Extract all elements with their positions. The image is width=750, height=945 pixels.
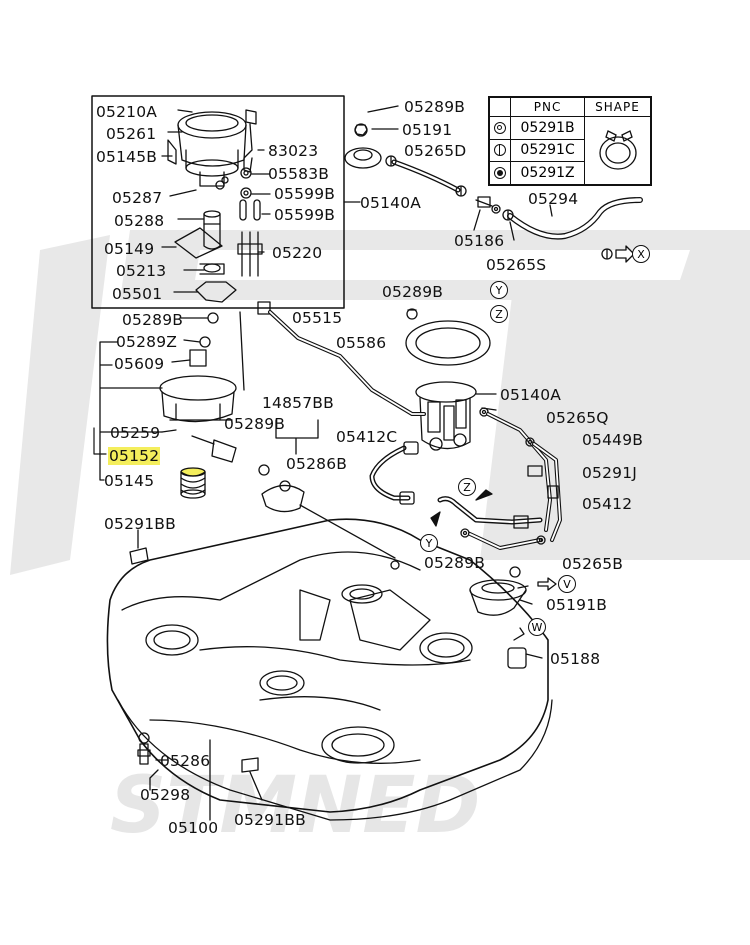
part-label: 05288 <box>114 212 165 230</box>
callout-z: Z <box>458 478 476 496</box>
part-label: 05289B <box>404 98 466 116</box>
callout-v: V <box>558 575 576 593</box>
part-label: 83023 <box>268 142 319 160</box>
callout-y: Y <box>420 534 438 552</box>
part-label: 05259 <box>110 424 161 442</box>
callout-x: X <box>632 245 650 263</box>
part-label-highlighted: 05152 <box>108 447 161 465</box>
part-label: 14857BB <box>262 394 334 412</box>
watermark-text: STMNED <box>110 761 480 851</box>
part-label: 05265B <box>562 555 624 573</box>
legend-header-pnc: PNC <box>510 97 585 117</box>
part-label: 05140A <box>500 386 562 404</box>
part-label: 05289B <box>224 415 286 433</box>
legend-pnc: 05291B <box>510 116 585 140</box>
part-label: 05265D <box>404 142 467 160</box>
part-label: 05501 <box>112 285 163 303</box>
part-label: 05289B <box>122 311 184 329</box>
part-label: 05291J <box>582 464 638 482</box>
circle-line-icon <box>488 138 512 163</box>
part-label: 05609 <box>114 355 165 373</box>
part-label: 05213 <box>116 262 167 280</box>
part-label: 05261 <box>106 125 157 143</box>
part-label: 05186 <box>454 232 505 250</box>
pnc-legend: PNC SHAPE 05291B 05291C 05291Z <box>488 96 652 186</box>
legend-header-shape: SHAPE <box>584 97 651 117</box>
circle-filled-icon <box>488 161 512 185</box>
part-label: 05145 <box>104 472 155 490</box>
callout-z: Z <box>490 305 508 323</box>
part-label: 05289Z <box>116 333 178 351</box>
circle-dot-icon <box>488 116 512 140</box>
fuel-tank-outline <box>106 518 549 813</box>
part-label: 05220 <box>272 244 323 262</box>
part-label: 05265S <box>486 256 547 274</box>
part-label: 05298 <box>140 786 191 804</box>
part-label: 05191B <box>546 596 608 614</box>
legend-pnc: 05291C <box>510 138 585 163</box>
part-label: 05287 <box>112 189 163 207</box>
part-label: 05291BB <box>104 515 176 533</box>
part-label: 05412C <box>336 428 398 446</box>
part-label: 05265Q <box>546 409 609 427</box>
part-label: 05210A <box>96 103 158 121</box>
part-label: 05449B <box>582 431 644 449</box>
legend-header-blank <box>488 97 512 117</box>
part-label: 05100 <box>168 819 219 837</box>
part-label: 05289B <box>382 283 444 301</box>
part-label: 05191 <box>402 121 453 139</box>
part-label: 05149 <box>104 240 155 258</box>
legend-pnc: 05291Z <box>510 161 585 185</box>
part-label: 05188 <box>550 650 601 668</box>
callout-w: W <box>528 618 546 636</box>
callout-y: Y <box>490 281 508 299</box>
part-label: 05515 <box>292 309 343 327</box>
part-label: 05286 <box>160 752 211 770</box>
part-label: 05412 <box>582 495 633 513</box>
part-label: 05140A <box>360 194 422 212</box>
part-label: 05291BB <box>234 811 306 829</box>
part-label: 05583B <box>268 165 330 183</box>
part-label: 05145B <box>96 148 158 166</box>
part-label: 05294 <box>528 190 579 208</box>
part-label: 05599B <box>274 185 336 203</box>
part-label: 05289B <box>424 554 486 572</box>
part-label: 05586 <box>336 334 387 352</box>
clamp-shape-icon <box>584 116 651 185</box>
part-label: 05599B <box>274 206 336 224</box>
part-label: 05286B <box>286 455 348 473</box>
